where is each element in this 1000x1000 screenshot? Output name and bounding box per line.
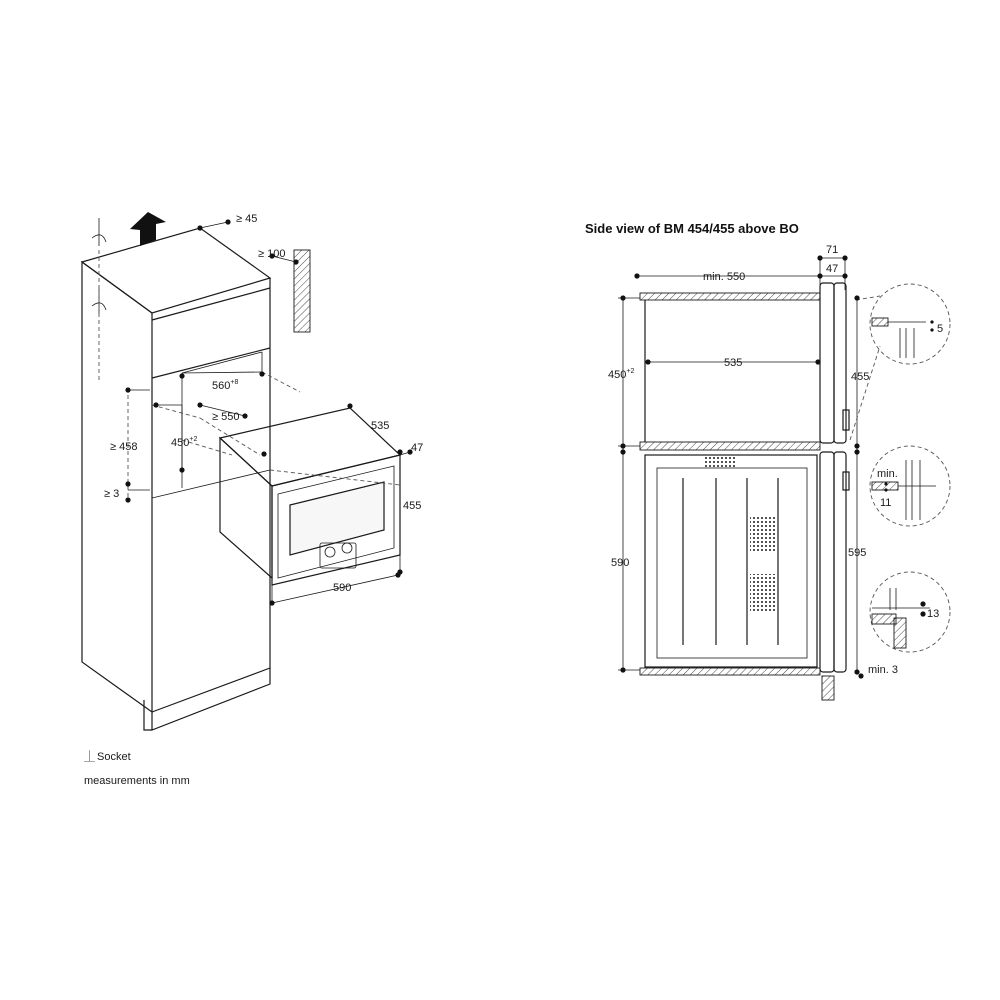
socket-label: Socket (97, 751, 131, 763)
isometric-view: ≥ 45 ≥ 100 560+8 ≥ 550 535 47 450+2 ≥ 45… (80, 212, 423, 787)
dim-455: 455 (851, 371, 869, 383)
dim-450: 450+2 (608, 368, 634, 381)
dimension-dots-right (620, 255, 864, 679)
dimension-lines-left (128, 221, 411, 604)
dim-590: 590 (333, 582, 351, 594)
detail-dim-11: 11 (880, 497, 891, 509)
dim-min550: min. 550 (703, 271, 745, 283)
dimension-dots-left (125, 219, 413, 606)
appliance-microwave (218, 407, 402, 586)
units-note: measurements in mm (84, 775, 190, 787)
dim-47: 47 (411, 442, 423, 454)
projection-lines (127, 371, 401, 502)
socket-symbol-icon: ⏊ (84, 749, 95, 763)
side-view: Side view of BM 454/455 above BO (585, 221, 951, 701)
dim-71: 71 (826, 244, 838, 256)
oven-body (644, 454, 818, 668)
appliance-fronts (819, 282, 850, 701)
dim-535: 535 (724, 357, 742, 369)
dim-595: 595 (848, 547, 866, 559)
legend: ⏊ Socket measurements in mm (84, 749, 190, 787)
dim-ge550: ≥ 550 (212, 411, 239, 423)
dimension-labels-right: 71 47 min. 550 450+2 535 455 590 595 min… (608, 244, 898, 676)
dim-590: 590 (611, 557, 629, 569)
detail-circle-middle: min. 11 (869, 445, 951, 527)
detail-dim-13: 13 (927, 608, 939, 620)
detail-circle-top: 5 (869, 283, 951, 365)
dim-535: 535 (371, 420, 389, 432)
dim-47: 47 (826, 263, 838, 275)
dim-ge45: ≥ 45 (236, 213, 257, 225)
ventilation-arrow-icon (130, 212, 166, 246)
dim-450: 450+2 (171, 436, 197, 449)
dim-560: 560+8 (212, 379, 238, 392)
dimension-lines-right (618, 256, 881, 672)
detail-dim-5: 5 (937, 323, 943, 335)
dim-ge3: ≥ 3 (104, 488, 119, 500)
dim-min3: min. 3 (868, 664, 898, 676)
wall-hatch (293, 249, 311, 333)
socket-icon (91, 218, 107, 380)
dim-455: 455 (403, 500, 421, 512)
detail-circle-bottom: 13 (869, 571, 951, 653)
cabinet-shelves (639, 292, 821, 676)
dim-ge100: ≥ 100 (258, 248, 285, 260)
tall-cabinet (80, 227, 272, 731)
dimension-labels-left: ≥ 45 ≥ 100 560+8 ≥ 550 535 47 450+2 ≥ 45… (104, 213, 423, 594)
dim-ge458: ≥ 458 (110, 441, 137, 453)
detail-dim-min: min. (877, 468, 898, 480)
side-view-title: Side view of BM 454/455 above BO (585, 221, 799, 236)
